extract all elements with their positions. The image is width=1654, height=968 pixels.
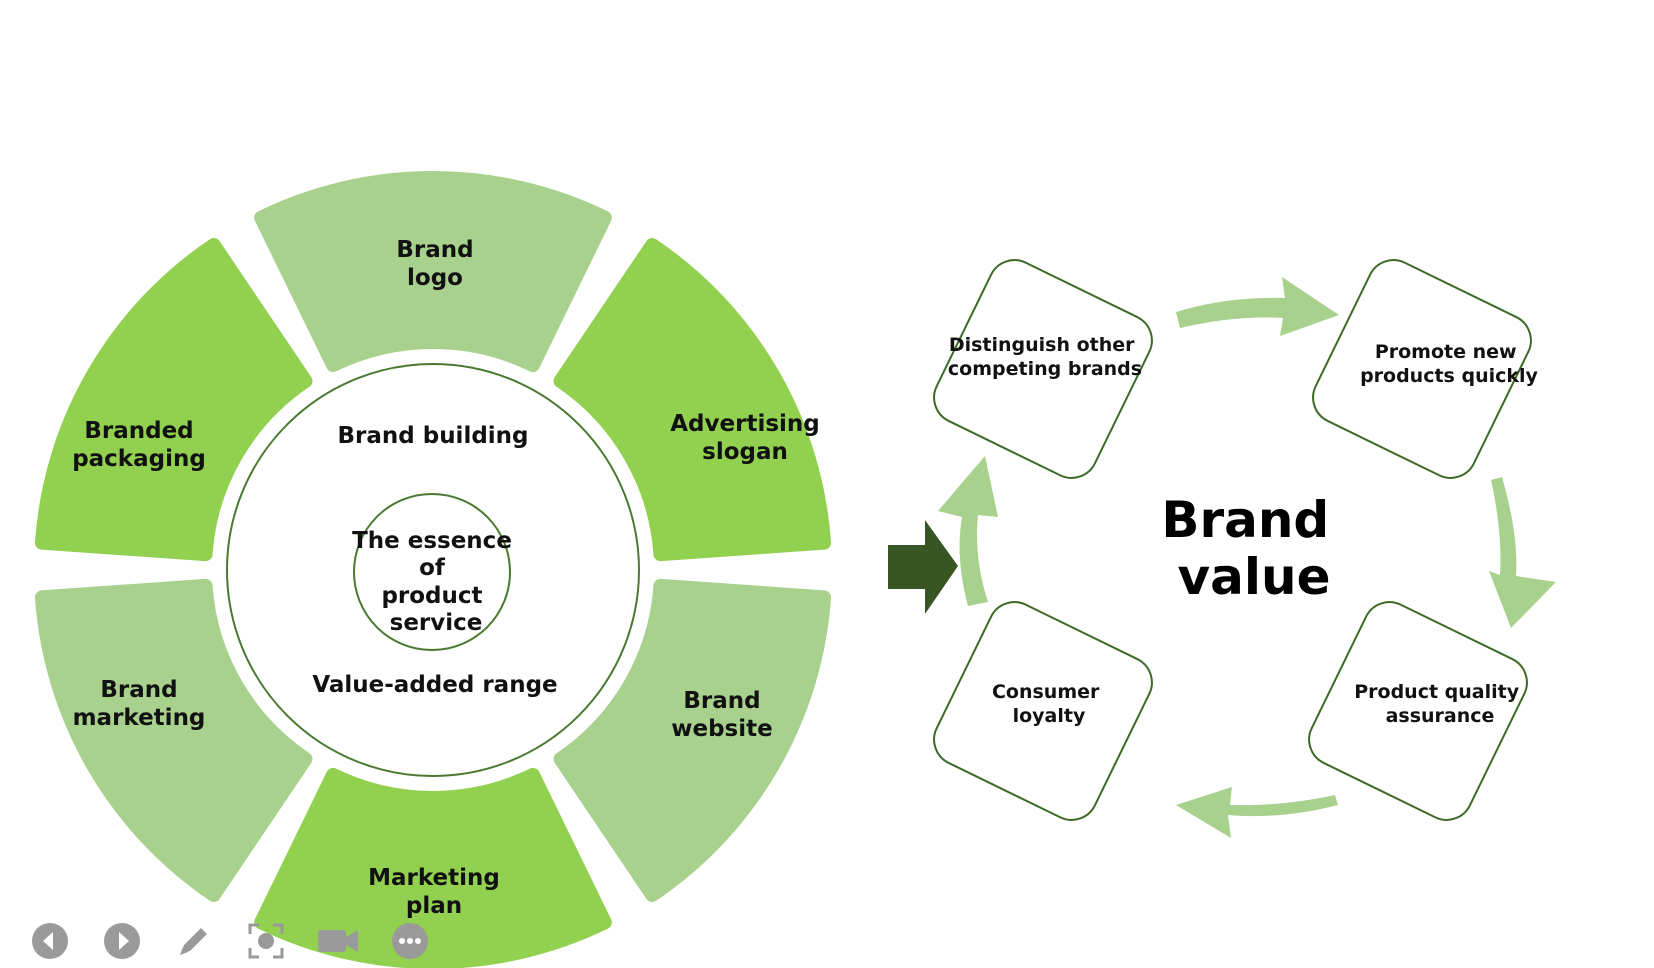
segment-label-line: packaging xyxy=(72,446,206,472)
segment-label-line: marketing xyxy=(73,705,206,731)
segment-label-line: plan xyxy=(406,893,462,919)
cycle-arrow-left-icon xyxy=(938,456,998,606)
segment-advertising-slogan xyxy=(553,238,832,562)
cycle-arrow-right-icon xyxy=(1489,477,1556,628)
node-label-line: Product quality xyxy=(1354,681,1519,703)
brand-building-label: Brand building xyxy=(337,423,528,449)
prev-icon xyxy=(32,923,68,959)
segment-label-line: slogan xyxy=(702,439,788,465)
core-label-line: The essence xyxy=(352,528,512,554)
cycle-node-distinguish xyxy=(933,259,1153,479)
segment-marketing-plan xyxy=(254,767,612,968)
cycle-arrow-top-icon xyxy=(1176,277,1339,336)
next-icon xyxy=(104,923,140,959)
core-label: The essence of product service xyxy=(352,528,520,636)
cycle-node-loyalty xyxy=(933,601,1153,821)
camera-icon xyxy=(318,930,358,952)
segment-brand-marketing xyxy=(34,578,313,902)
node-label-line: Consumer xyxy=(992,681,1100,703)
segment-label-line: logo xyxy=(407,265,463,291)
cycle-node-loyalty-label: Consumer loyalty xyxy=(992,681,1106,727)
segment-label-line: Brand xyxy=(396,237,473,263)
node-label-line: Promote new xyxy=(1375,341,1517,363)
previous-slide-button[interactable] xyxy=(28,919,72,963)
brand-value-label: Brand value xyxy=(1161,491,1346,606)
core-label-line: product xyxy=(381,583,482,609)
segment-brand-website xyxy=(553,578,832,902)
cycle-node-quality xyxy=(1308,601,1528,821)
product-essence-core xyxy=(353,493,511,651)
value-added-range-label: Value-added range xyxy=(312,672,557,698)
segment-label-line: Marketing xyxy=(368,865,500,891)
presentation-toolbar xyxy=(28,918,432,964)
cycle-node-quality-label: Product quality assurance xyxy=(1354,681,1526,727)
node-label-line: assurance xyxy=(1386,705,1495,727)
segment-label-line: Advertising xyxy=(670,411,820,437)
focus-tool-button[interactable] xyxy=(244,919,288,963)
pen-icon xyxy=(180,928,207,955)
focus-icon xyxy=(248,923,284,959)
brand-value-line: value xyxy=(1178,548,1331,606)
camera-button[interactable] xyxy=(316,919,360,963)
pen-tool-button[interactable] xyxy=(172,919,216,963)
segment-label-line: Brand xyxy=(100,677,177,703)
brand-value-cycle: Distinguish other competing brands Promo… xyxy=(933,259,1556,838)
cycle-node-promote xyxy=(1312,259,1532,479)
cycle-arrow-bottom-icon xyxy=(1176,787,1338,838)
cycle-node-promote-label: Promote new products quickly xyxy=(1360,341,1538,387)
core-label-line: of xyxy=(419,555,446,581)
segment-label-line: website xyxy=(671,716,772,742)
cycle-node-distinguish-label: Distinguish other competing brands xyxy=(948,334,1142,380)
segment-label-line: Brand xyxy=(683,688,760,714)
node-label-line: Distinguish other xyxy=(949,334,1135,356)
segment-brand-logo xyxy=(254,171,612,373)
core-label-line: service xyxy=(390,610,483,636)
node-label-line: loyalty xyxy=(1013,705,1086,727)
more-options-button[interactable] xyxy=(388,919,432,963)
segment-branded-packaging xyxy=(34,238,313,562)
transition-arrow-icon xyxy=(888,520,958,614)
segment-label-line: Branded xyxy=(84,418,193,444)
node-label-line: competing brands xyxy=(948,358,1142,380)
more-icon xyxy=(392,923,428,959)
brand-value-line: Brand xyxy=(1161,491,1329,549)
next-slide-button[interactable] xyxy=(100,919,144,963)
node-label-line: products quickly xyxy=(1360,365,1538,387)
